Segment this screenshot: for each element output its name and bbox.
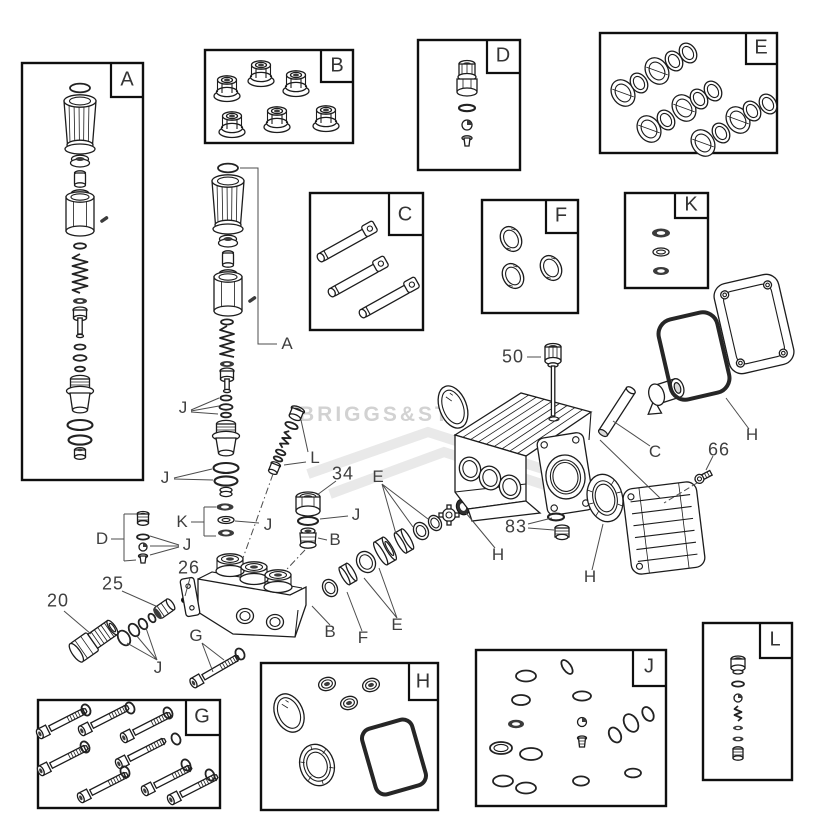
callout-25: 25 bbox=[101, 573, 125, 594]
callout-20: 20 bbox=[46, 590, 70, 611]
kit-box-e bbox=[598, 31, 779, 155]
callout-H-seal-mid: H bbox=[491, 545, 505, 564]
oil-seal bbox=[586, 473, 624, 523]
kit-label-c: C bbox=[397, 203, 413, 226]
sight-glass-oval bbox=[437, 385, 469, 429]
manifold bbox=[179, 553, 307, 690]
manifold-boss bbox=[263, 569, 293, 594]
callout-F-ring: F bbox=[357, 628, 369, 647]
crankcase-kit-h bbox=[273, 674, 428, 797]
callout-83: 83 bbox=[504, 516, 528, 537]
callout-J-inlet: J bbox=[153, 658, 163, 677]
inlet-fitting-group bbox=[68, 597, 187, 663]
kit-label-a: A bbox=[120, 68, 134, 91]
kit-box-c bbox=[308, 191, 425, 332]
callout-A-unloader: A bbox=[281, 334, 293, 353]
leader-lines bbox=[63, 167, 750, 673]
ring-kit-k bbox=[652, 228, 670, 275]
watermark-text: BRIGGS&ST bbox=[299, 403, 451, 426]
callout-H-gasket: H bbox=[745, 425, 759, 444]
manifold-boss bbox=[239, 561, 269, 586]
callout-H-seal-right: H bbox=[583, 567, 597, 586]
callout-J-seals-2: J bbox=[160, 468, 170, 487]
kit-box-h bbox=[259, 661, 440, 812]
kit-label-l: L bbox=[769, 628, 781, 651]
valve-cap-34-stack bbox=[286, 491, 321, 570]
kit-box-d bbox=[416, 38, 522, 172]
kit-box-a bbox=[20, 61, 145, 482]
bolt-kit-g bbox=[34, 700, 221, 807]
kit-box-f bbox=[480, 198, 580, 315]
callout-B-fitting: B bbox=[329, 530, 341, 549]
kit-label-g: G bbox=[194, 705, 210, 728]
screw-66 bbox=[694, 469, 714, 485]
callout-J-ring: J bbox=[263, 515, 273, 534]
callout-J-seals-1: J bbox=[178, 398, 188, 417]
callout-E-seals-bottom: E bbox=[391, 615, 403, 634]
thermal-valve-kit-d bbox=[456, 59, 478, 147]
callout-G-bolt: G bbox=[189, 626, 203, 645]
chemical-valve-exploded bbox=[267, 405, 306, 476]
kit-label-b: B bbox=[330, 54, 344, 77]
callout-50: 50 bbox=[501, 346, 525, 367]
cover-gasket bbox=[656, 310, 732, 402]
pump-crankcase bbox=[437, 342, 595, 541]
kit-box-k bbox=[623, 191, 710, 290]
oil-drain-plug bbox=[554, 524, 570, 541]
callout-L-valve: L bbox=[310, 448, 320, 467]
kit-label-e: E bbox=[754, 36, 768, 59]
drive-end-parts bbox=[586, 273, 795, 575]
callout-34: 34 bbox=[331, 463, 355, 484]
kit-box-l bbox=[701, 621, 794, 782]
callout-B-plug: B bbox=[324, 622, 336, 641]
callout-E-seals-top: E bbox=[372, 467, 384, 486]
kit-label-j: J bbox=[644, 655, 654, 678]
callout-C-tube: C bbox=[648, 442, 662, 461]
elbow-fitting bbox=[647, 378, 685, 415]
kit-label-h: H bbox=[415, 670, 431, 693]
kit-label-f: F bbox=[554, 204, 568, 227]
oring-kit-j bbox=[489, 659, 655, 795]
connecting-tube bbox=[597, 386, 636, 438]
callout-66: 66 bbox=[707, 439, 731, 460]
kit-label-k: K bbox=[684, 193, 698, 216]
unloader-valve-main bbox=[211, 162, 258, 537]
crankcase-cover-plate bbox=[713, 273, 795, 375]
manifold-boss bbox=[215, 553, 245, 578]
callout-K-rings: K bbox=[176, 512, 188, 531]
kit-box-g bbox=[36, 698, 222, 810]
unloader-valve-kit-a bbox=[63, 82, 110, 460]
dipstick bbox=[544, 342, 562, 422]
plunger-seals-row bbox=[321, 498, 471, 598]
thermal-relief-valve bbox=[136, 510, 150, 564]
bearing-cover bbox=[622, 481, 706, 575]
crankcase-right-face bbox=[536, 432, 595, 516]
kit-label-d: D bbox=[495, 44, 511, 67]
callout-D-thermal: D bbox=[95, 529, 109, 548]
kit-box-j bbox=[474, 648, 668, 808]
callout-J-small: J bbox=[182, 535, 192, 554]
kit-box-b bbox=[203, 48, 355, 145]
callout-26: 26 bbox=[177, 557, 201, 578]
callout-J-oring: J bbox=[351, 505, 361, 524]
valve-kit-l bbox=[730, 655, 746, 761]
